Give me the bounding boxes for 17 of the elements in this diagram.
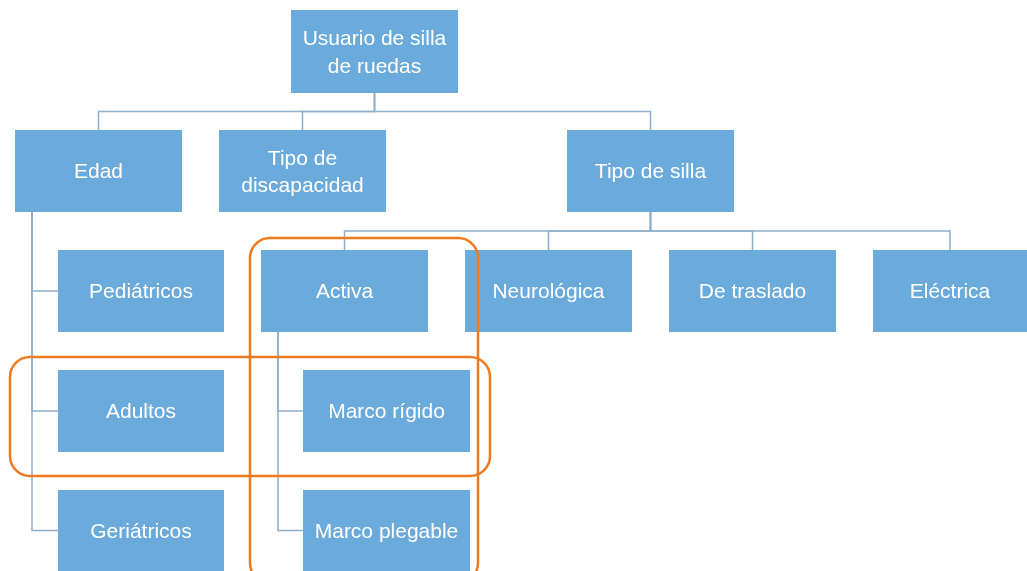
category-box: Marco rígido <box>303 370 470 452</box>
category-box: Eléctrica <box>873 250 1027 332</box>
category-box: Marco plegable <box>303 490 470 571</box>
category-box: Geriátricos <box>58 490 224 571</box>
category-box: Usuario de silla de ruedas <box>291 10 458 93</box>
category-box: Edad <box>15 130 182 212</box>
connector-line <box>649 211 951 251</box>
category-box: Adultos <box>58 370 224 452</box>
category-box: Neurológica <box>465 250 632 332</box>
category-box: Pediátricos <box>58 250 224 332</box>
connector-line <box>373 92 652 131</box>
connector-line <box>31 211 59 532</box>
category-box: Tipo de silla <box>567 130 734 212</box>
category-box: De traslado <box>669 250 836 332</box>
connector-line <box>277 331 304 532</box>
category-box: Tipo de discapacidad <box>219 130 386 212</box>
category-box: Activa <box>261 250 428 332</box>
